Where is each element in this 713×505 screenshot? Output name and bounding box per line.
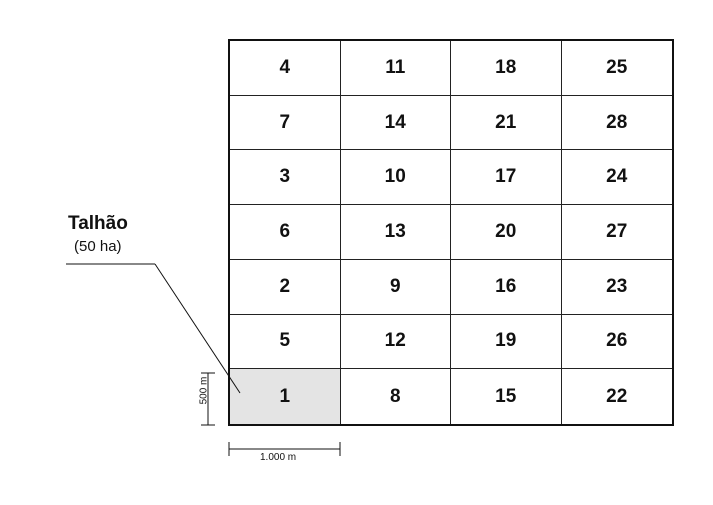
plot-cell: 6	[230, 205, 341, 260]
plot-cell: 4	[230, 41, 341, 96]
leader-line	[154, 263, 241, 394]
plot-cell: 23	[561, 260, 672, 315]
plot-cell: 20	[451, 205, 562, 260]
plot-cell: 17	[451, 150, 562, 206]
scale-vertical-label: 500 m	[198, 376, 210, 405]
legend-area: (50 ha)	[74, 238, 122, 255]
plot-cell: 9	[340, 259, 451, 315]
legend-title: Talhão	[68, 213, 128, 234]
plot-cell: 25	[561, 41, 672, 96]
plot-cell: 7	[230, 95, 341, 151]
plot-cell: 28	[561, 96, 672, 151]
plot-cell: 15	[451, 369, 562, 424]
plot-cell: 21	[451, 95, 562, 151]
plot-cell: 8	[341, 369, 451, 424]
plot-cell: 5	[230, 314, 341, 370]
plot-cell: 16	[451, 259, 562, 315]
plot-cell: 3	[230, 150, 341, 206]
plot-cell: 12	[340, 314, 451, 370]
plot-cell: 1	[230, 369, 341, 424]
plot-cell: 2	[230, 259, 341, 315]
plot-cell: 24	[561, 150, 672, 206]
plot-cell: 10	[340, 150, 451, 206]
plot-cell: 18	[451, 41, 562, 96]
scale-horizontal-label: 1.000 m	[260, 452, 297, 463]
plot-cell: 11	[340, 41, 451, 96]
plot-cell: 13	[340, 205, 451, 260]
plot-cell: 22	[606, 385, 628, 407]
plot-cell: 19	[451, 314, 562, 370]
plot-cell: 14	[340, 95, 451, 151]
plot-cell: 26	[561, 315, 672, 370]
plot-cell: 27	[561, 205, 672, 260]
